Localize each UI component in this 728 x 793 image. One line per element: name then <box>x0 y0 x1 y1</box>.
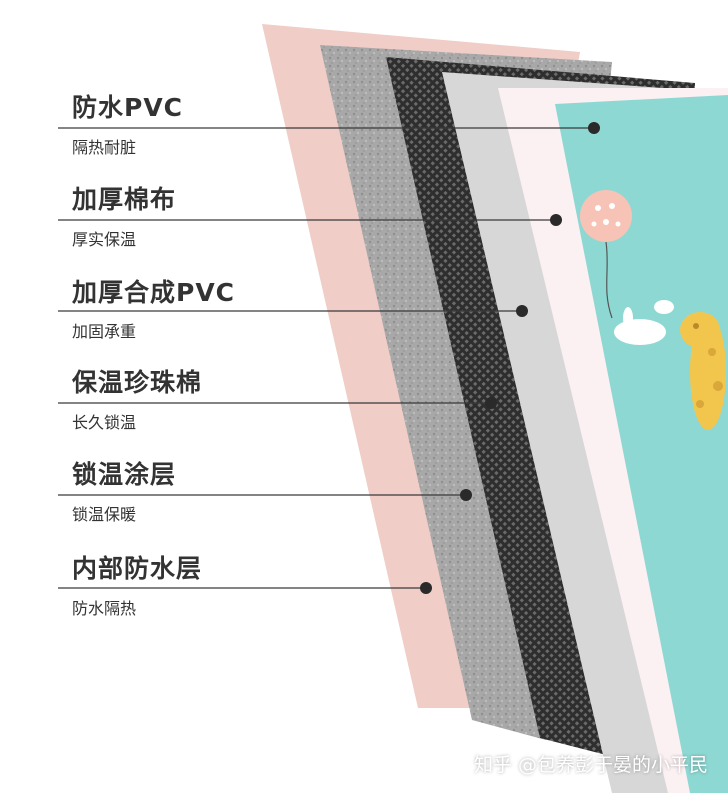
layer-1-subtitle: 隔热耐脏 <box>72 138 137 157</box>
leader-dot-2 <box>550 214 562 226</box>
leader-dot-5 <box>460 489 472 501</box>
leader-dot-3 <box>516 305 528 317</box>
leader-lines <box>58 127 594 589</box>
layer-3-title: 加厚合成PVC <box>72 278 236 307</box>
bunny-icon <box>614 319 666 345</box>
layer-6-subtitle: 防水隔热 <box>72 599 137 618</box>
layer-5-title: 锁温涂层 <box>72 460 177 489</box>
layer-3-subtitle: 加固承重 <box>72 322 137 341</box>
cartoon-print <box>580 190 726 430</box>
layer-5-subtitle: 锁温保暖 <box>72 505 137 524</box>
layer-2-subtitle: 厚实保温 <box>72 230 137 249</box>
balloon-icon <box>580 190 632 242</box>
leader-dot-1 <box>588 122 600 134</box>
layer-6-title: 内部防水层 <box>72 554 203 583</box>
layer-1-title: 防水PVC <box>72 93 184 122</box>
printed-layer <box>555 95 728 793</box>
watermark: 知乎 @包养彭于晏的小平民 <box>473 754 708 776</box>
layer-2-title: 加厚棉布 <box>72 185 177 214</box>
leader-dot-4 <box>485 397 497 409</box>
leader-dots <box>420 122 600 594</box>
layer-4-title: 保温珍珠棉 <box>72 368 203 397</box>
layer-4-subtitle: 长久锁温 <box>72 413 137 432</box>
leader-dot-6 <box>420 582 432 594</box>
